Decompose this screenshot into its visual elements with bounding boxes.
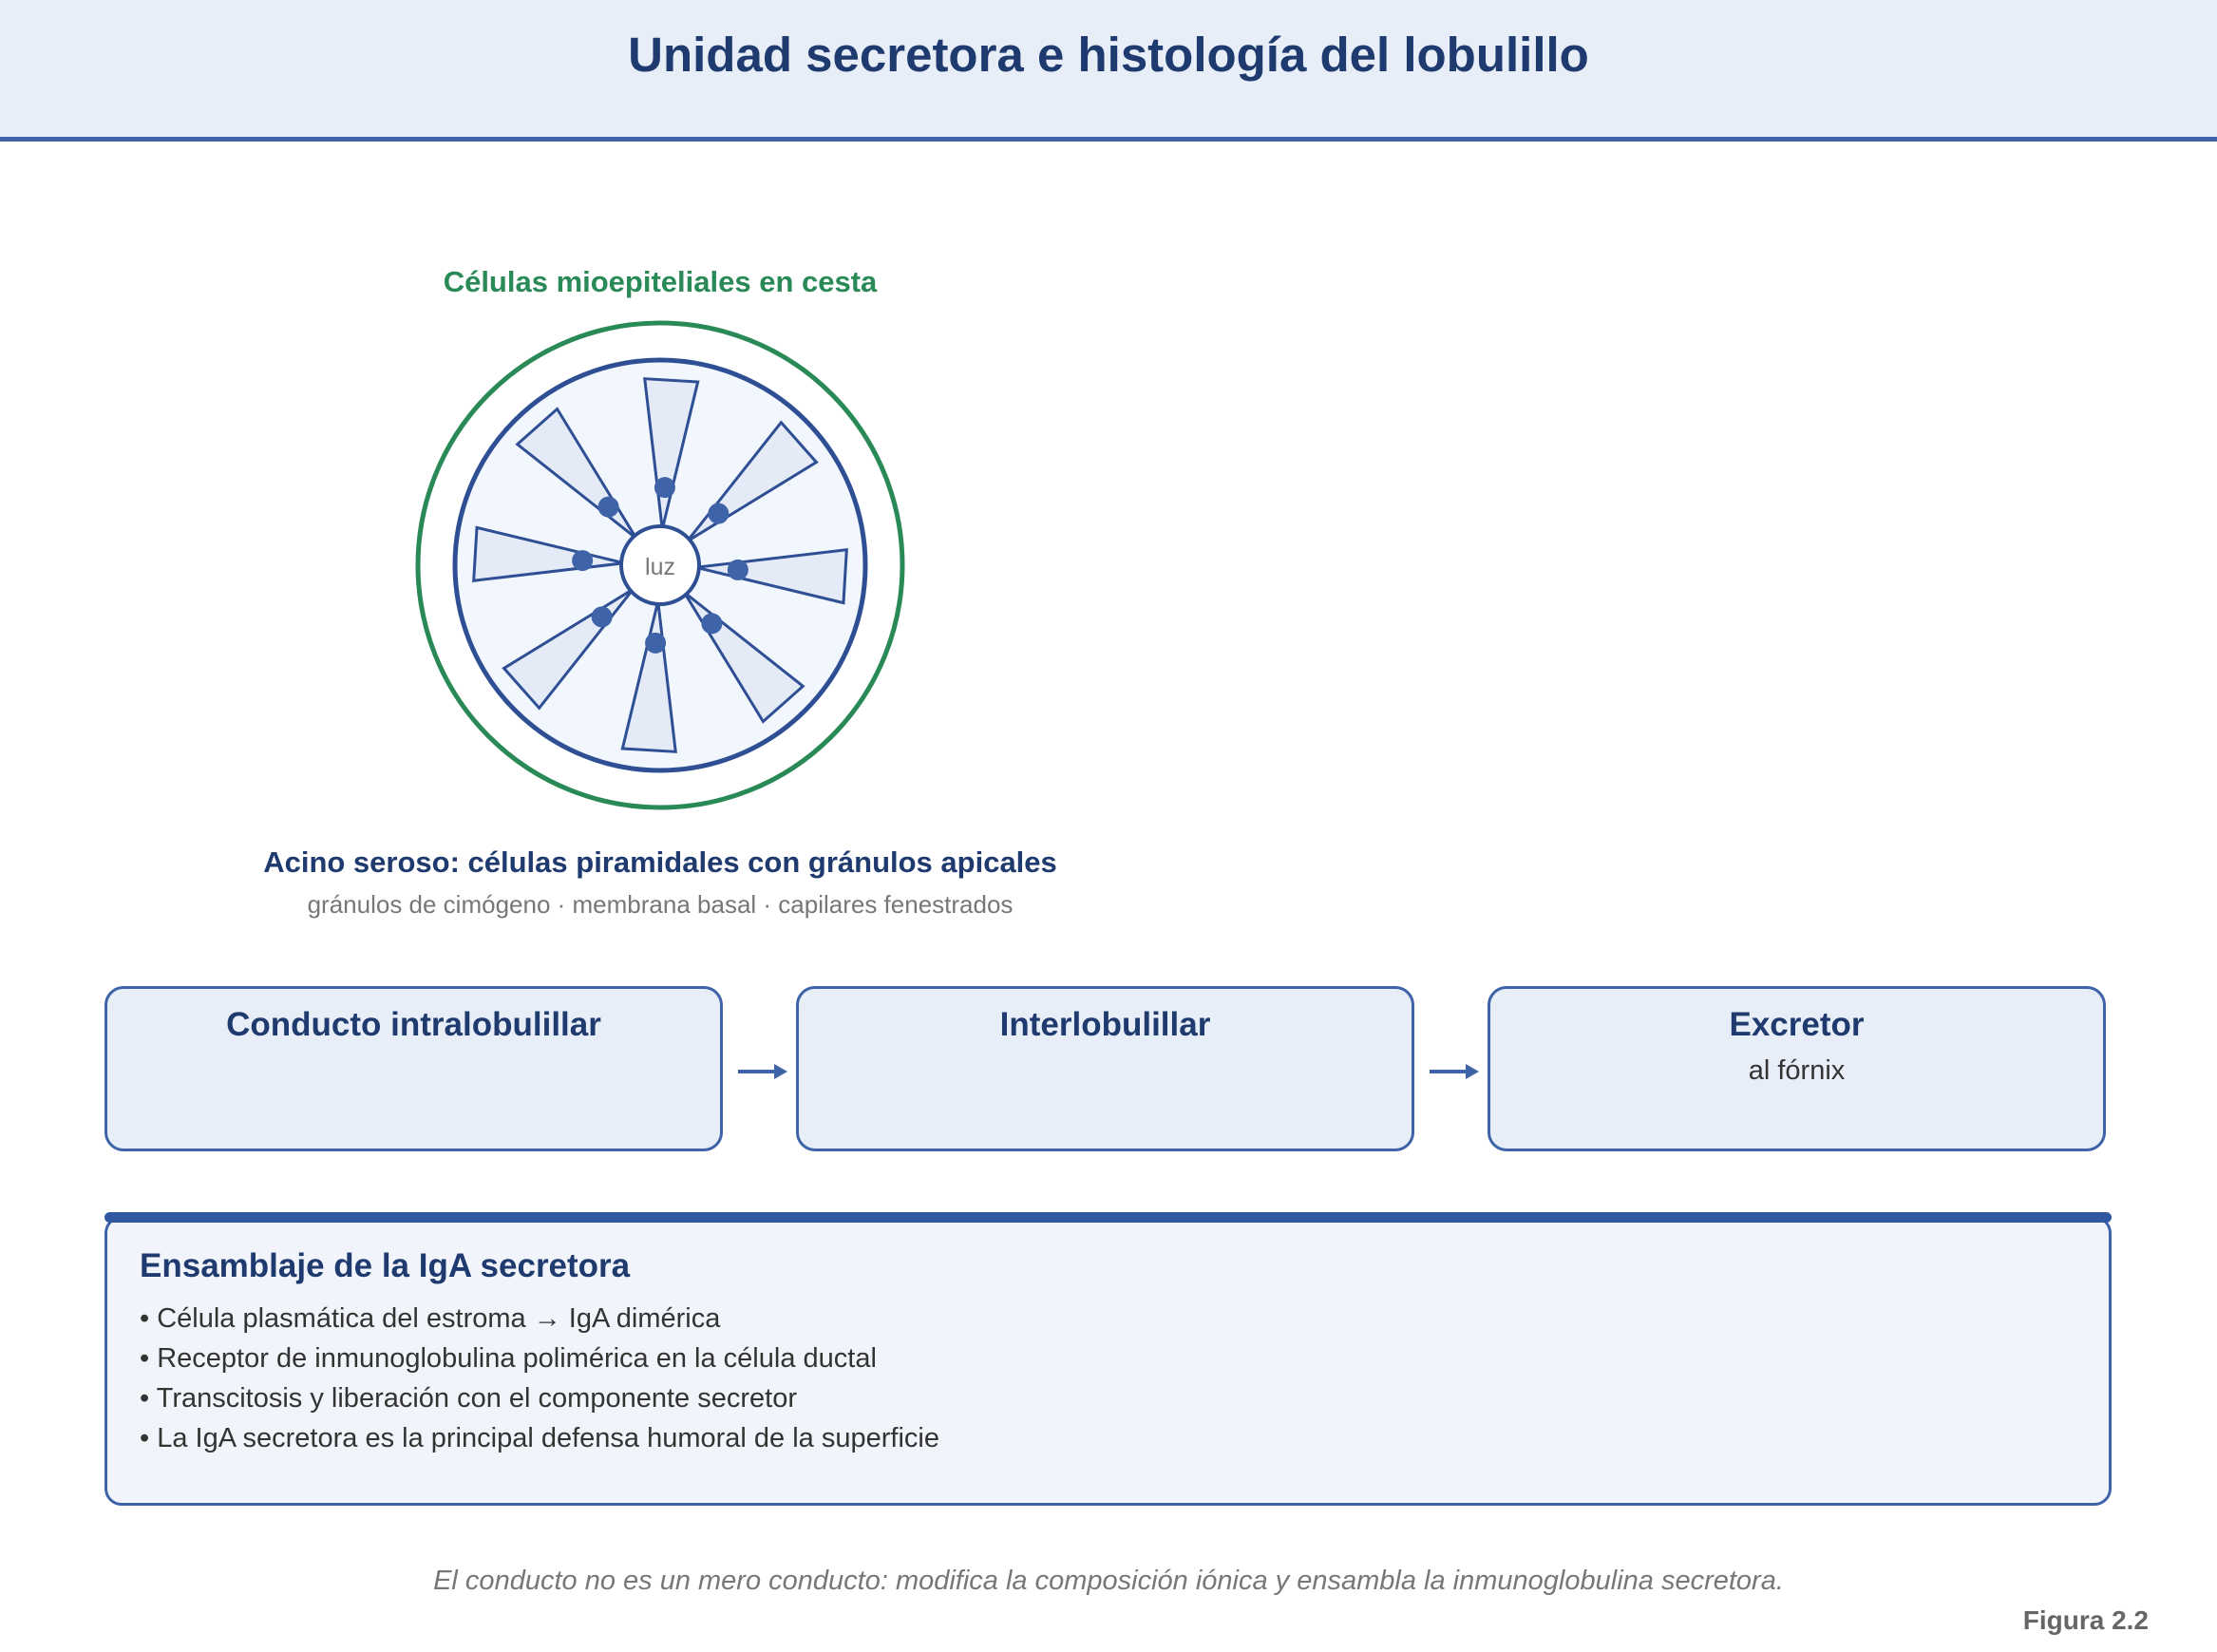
acinus-diagram: luz: [415, 320, 905, 810]
arrow-right-icon: [1430, 1062, 1479, 1081]
myoepithelial-ring: [415, 320, 905, 810]
myoepithelial-label: Células mioepiteliales en cesta: [443, 265, 878, 298]
duct-interlobular-box: Interlobulillar: [796, 986, 1414, 1151]
footer-note: El conducto no es un mero conducto: modi…: [433, 1566, 1784, 1596]
zymogen-granule: [654, 477, 675, 499]
zymogen-granule: [708, 503, 730, 524]
list-item: • Transcitosis y liberación con el compo…: [140, 1383, 797, 1414]
duct-excretory-box: Excretor al fórnix: [1487, 986, 2106, 1151]
list-item: • La IgA secretora es la principal defen…: [140, 1423, 939, 1453]
list-item: • Receptor de inmunoglobulina polimérica…: [140, 1343, 877, 1374]
iga-panel-accent-bar: [104, 1212, 2112, 1223]
acinus-subcaption: gránulos de cimógeno · membrana basal · …: [307, 890, 1014, 919]
zymogen-granule: [597, 496, 619, 518]
duct-title: Excretor: [1729, 1006, 1865, 1043]
zymogen-granule: [645, 632, 667, 654]
arrow-right-icon: [738, 1062, 787, 1081]
iga-title: Ensamblaje de la IgA secretora: [140, 1247, 631, 1284]
zymogen-granule: [572, 550, 594, 572]
page-title: Unidad secretora e histología del lobuli…: [628, 28, 1589, 82]
duct-intralobular-box: Conducto intralobulillar: [104, 986, 723, 1151]
zymogen-granule: [727, 559, 748, 580]
pyramidal-cells: [472, 377, 848, 753]
acinus-caption: Acino seroso: células piramidales con gr…: [263, 845, 1057, 879]
duct-subtitle: al fórnix: [1748, 1055, 1846, 1086]
duct-title: Interlobulillar: [999, 1006, 1211, 1043]
zymogen-granule: [701, 613, 723, 635]
lumen-label: luz: [645, 554, 675, 580]
iga-panel: Ensamblaje de la IgA secretora • Célula …: [104, 1216, 2112, 1506]
figure-label: Figura 2.2: [2022, 1605, 2149, 1635]
zymogen-granule: [591, 606, 613, 628]
lumen: [619, 524, 701, 606]
iga-list: • Célula plasmática del estroma → IgA di…: [140, 1299, 939, 1458]
header: Unidad secretora e histología del lobuli…: [0, 0, 2217, 142]
list-item: • Célula plasmática del estroma → IgA di…: [140, 1303, 721, 1334]
duct-title: Conducto intralobulillar: [226, 1006, 601, 1043]
